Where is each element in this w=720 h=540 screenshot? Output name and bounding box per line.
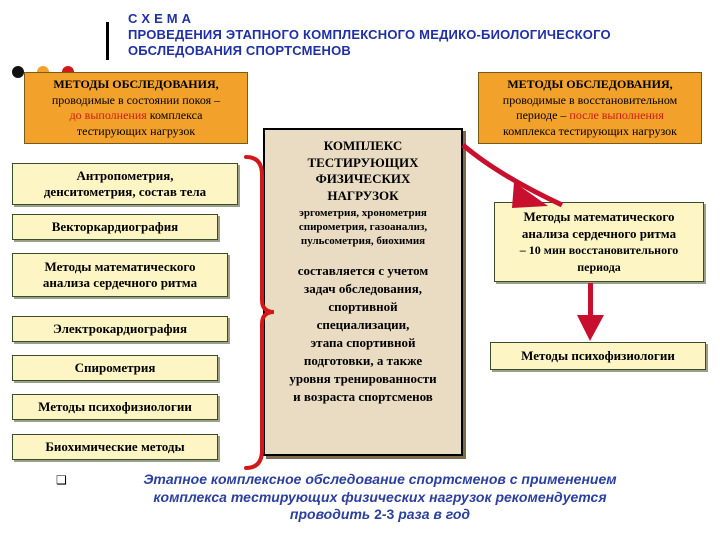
center-title-line-2: ТЕСТИРУЮЩИХ: [307, 154, 419, 170]
recovery-line-3: – 10 мин восстановительного: [519, 243, 679, 257]
right-header-line-1: МЕТОДЫ ОБСЛЕДОВАНИЯ,: [507, 77, 673, 91]
test-load-complex-box: КОМПЛЕКС ТЕСТИРУЮЩИХ ФИЗИЧЕСКИХ НАГРУЗОК…: [263, 128, 463, 456]
center-title-line-3: ФИЗИЧЕСКИХ: [315, 171, 411, 186]
title-line-3: ОБСЛЕДОВАНИЯ СПОРТСМЕНОВ: [128, 43, 352, 58]
method-vectorcardiography-label: Векторкардиография: [51, 219, 179, 234]
center-body-line-1: составляется с учетом: [297, 263, 429, 278]
note-line-3-a: проводить: [289, 506, 375, 522]
center-body-line-3: спортивной: [328, 299, 398, 314]
center-body-line-4: специализации,: [316, 317, 410, 332]
header-divider: [106, 22, 109, 60]
method-anthropometry-line-1: Антропометрия,: [76, 168, 174, 183]
center-title-line-4: НАГРУЗОК: [327, 187, 399, 203]
method-heart-rate-line-2: анализа сердечного ритма: [42, 275, 198, 290]
page-title: С Х Е М А ПРОВЕДЕНИЯ ЭТАПНОГО КОМПЛЕКСНО…: [128, 11, 718, 59]
method-psychophysiology-left: Методы психофизиологии: [12, 394, 218, 420]
method-psychophysiology-left-label: Методы психофизиологии: [38, 399, 192, 414]
method-psychophysiology-right: Методы психофизиологии: [490, 342, 706, 370]
decor-dot-black: [12, 66, 24, 78]
method-electrocardiography: Электрокардиография: [12, 316, 228, 342]
left-methods-header: МЕТОДЫ ОБСЛЕДОВАНИЯ, проводимые в состоя…: [24, 72, 248, 144]
center-methods-list: эргометрия, хронометрия спирометрия, газ…: [265, 206, 461, 248]
recommendation-note: Этапное комплексное обследование спортсм…: [60, 471, 700, 524]
method-biochemical-label: Биохимические методы: [45, 439, 185, 454]
center-sub-line-2: спирометрия, газоанализ,: [298, 221, 428, 233]
left-header-line-1: МЕТОДЫ ОБСЛЕДОВАНИЯ,: [53, 77, 219, 91]
note-line-1: Этапное комплексное обследование спортсм…: [143, 471, 617, 487]
arrow-down-shaft: [588, 283, 593, 318]
note-line-3-c: раза в год: [394, 506, 471, 522]
right-header-after: после выполнения: [569, 108, 664, 122]
method-anthropometry-line-2: денситометрия, состав тела: [43, 184, 207, 199]
center-title-line-1: КОМПЛЕКС: [323, 138, 403, 153]
left-header-before: до выполнения: [69, 108, 147, 122]
note-line-2: комплекса тестирующих физических нагрузо…: [153, 488, 607, 505]
method-heart-rate-line-1: Методы математического: [44, 259, 196, 274]
center-description: составляется с учетом задач обследования…: [265, 262, 461, 406]
left-header-line-3-rest: комплекса: [146, 108, 203, 122]
left-header-line-2: проводимые в состоянии покоя –: [51, 92, 221, 107]
recovery-line-1: Методы математического: [523, 209, 675, 224]
center-body-line-6: подготовки, а также: [303, 353, 423, 368]
center-body-line-7: уровня тренированности: [289, 371, 437, 386]
right-header-line-3: периоде – после выполнения: [516, 108, 664, 124]
method-heart-rate-analysis: Методы математического анализа сердечног…: [12, 253, 228, 297]
method-psychophysiology-right-label: Методы психофизиологии: [521, 348, 675, 363]
bullet-icon: ❑: [56, 473, 67, 487]
method-spirometry-label: Спирометрия: [74, 360, 156, 375]
center-title: КОМПЛЕКС ТЕСТИРУЮЩИХ ФИЗИЧЕСКИХ НАГРУЗОК: [265, 138, 461, 204]
note-frequency: 2-3: [374, 506, 395, 522]
title-line-2: ПРОВЕДЕНИЯ ЭТАПНОГО КОМПЛЕКСНОГО МЕДИКО-…: [128, 27, 611, 42]
arrow-down-head-icon: [577, 315, 604, 341]
arrow-head-recovery-icon: [512, 182, 548, 208]
recovery-line-2: анализа сердечного ритма: [521, 226, 677, 241]
right-methods-header: МЕТОДЫ ОБСЛЕДОВАНИЯ, проводимые в восста…: [478, 72, 702, 144]
left-group-brace: [244, 155, 275, 470]
title-line-1: С Х Е М А: [128, 11, 192, 26]
method-spirometry: Спирометрия: [12, 355, 218, 381]
method-heart-rate-recovery: Методы математического анализа сердечног…: [494, 202, 704, 282]
right-header-line-3-pre: периоде –: [516, 108, 570, 122]
right-header-line-2: проводимые в восстановительном: [502, 92, 678, 107]
center-body-line-2: задач обследования,: [303, 281, 423, 296]
right-header-line-4: комплекса тестирующих нагрузок: [503, 123, 677, 138]
left-header-line-4: тестирующих нагрузок: [76, 123, 196, 138]
center-sub-line-1: эргометрия, хронометрия: [299, 207, 427, 219]
center-body-line-5: этапа спортивной: [310, 335, 416, 350]
recovery-line-4: периода: [577, 260, 621, 274]
method-electrocardiography-label: Электрокардиография: [52, 321, 188, 336]
note-line-3: проводить 2-3 раза в год: [60, 506, 700, 524]
center-body-line-8: и возраста спортсменов: [293, 389, 433, 404]
arrow-to-recovery: [461, 143, 564, 208]
method-biochemical: Биохимические методы: [12, 434, 218, 460]
center-sub-line-3: пульсометрия, биохимия: [300, 235, 426, 247]
method-vectorcardiography: Векторкардиография: [12, 214, 218, 240]
method-anthropometry: Антропометрия, денситометрия, состав тел…: [12, 163, 238, 205]
left-header-line-3: до выполнения комплекса: [70, 108, 203, 124]
